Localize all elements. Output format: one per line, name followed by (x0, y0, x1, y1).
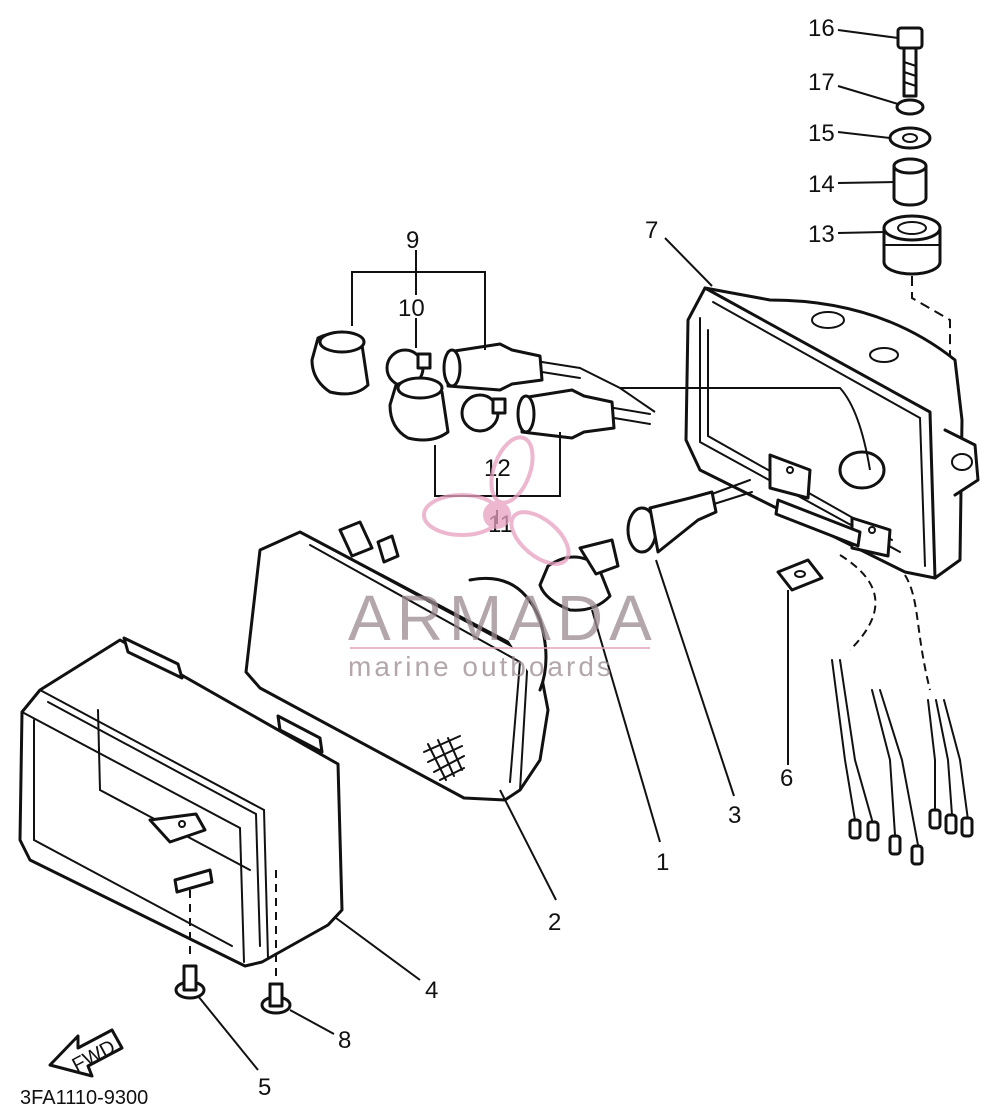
screw-5 (174, 964, 206, 1000)
callout-2: 2 (548, 909, 561, 936)
headlight-housing-7 (684, 286, 980, 580)
bulb-socket-9 (310, 330, 370, 396)
watermark-tagline: marine outboards (348, 651, 614, 682)
bulb-socket-11 (388, 376, 450, 442)
callout-4: 4 (425, 977, 438, 1004)
callout-17: 17 (808, 69, 835, 96)
callout-6: 6 (780, 765, 793, 792)
callout-9: 9 (406, 227, 419, 254)
callout-1: 1 (656, 849, 669, 876)
callout-7: 7 (645, 217, 658, 244)
callout-13: 13 (808, 221, 835, 248)
headlight-unit-2 (244, 520, 550, 802)
callout-3: 3 (728, 802, 741, 829)
callout-14: 14 (808, 171, 835, 198)
lock-washer-17 (895, 98, 925, 116)
washer-15 (888, 126, 932, 150)
callout-labels: 16 17 15 14 13 7 9 10 12 11 1 2 3 6 4 5 … (258, 15, 835, 1101)
headlight-rim-4 (18, 636, 344, 980)
nut-clip-6 (776, 558, 824, 592)
grommet-13 (882, 214, 942, 276)
screw-8 (260, 982, 292, 1015)
callout-10: 10 (398, 295, 425, 322)
headlight-bulb-1 (538, 538, 620, 612)
lens-pattern (423, 735, 465, 781)
callout-8: 8 (338, 1027, 351, 1054)
collar-14 (892, 157, 928, 207)
fwd-arrow: FWD (48, 1028, 124, 1078)
drawing-code: 3FA1110-9300 (20, 1087, 148, 1109)
socket-cord-9 (442, 342, 581, 392)
wire-harness (831, 554, 974, 866)
bulb-12 (460, 393, 507, 433)
callout-16: 16 (808, 15, 835, 42)
watermark: ARMADA marine outboards (348, 435, 658, 682)
socket-cord-11 (516, 388, 651, 440)
watermark-brand: ARMADA (348, 582, 658, 654)
callout-15: 15 (808, 120, 835, 147)
bulb-socket-3 (626, 479, 753, 554)
callout-5: 5 (258, 1074, 271, 1101)
bolt-16 (896, 26, 924, 98)
propeller-logo-icon (422, 435, 571, 566)
